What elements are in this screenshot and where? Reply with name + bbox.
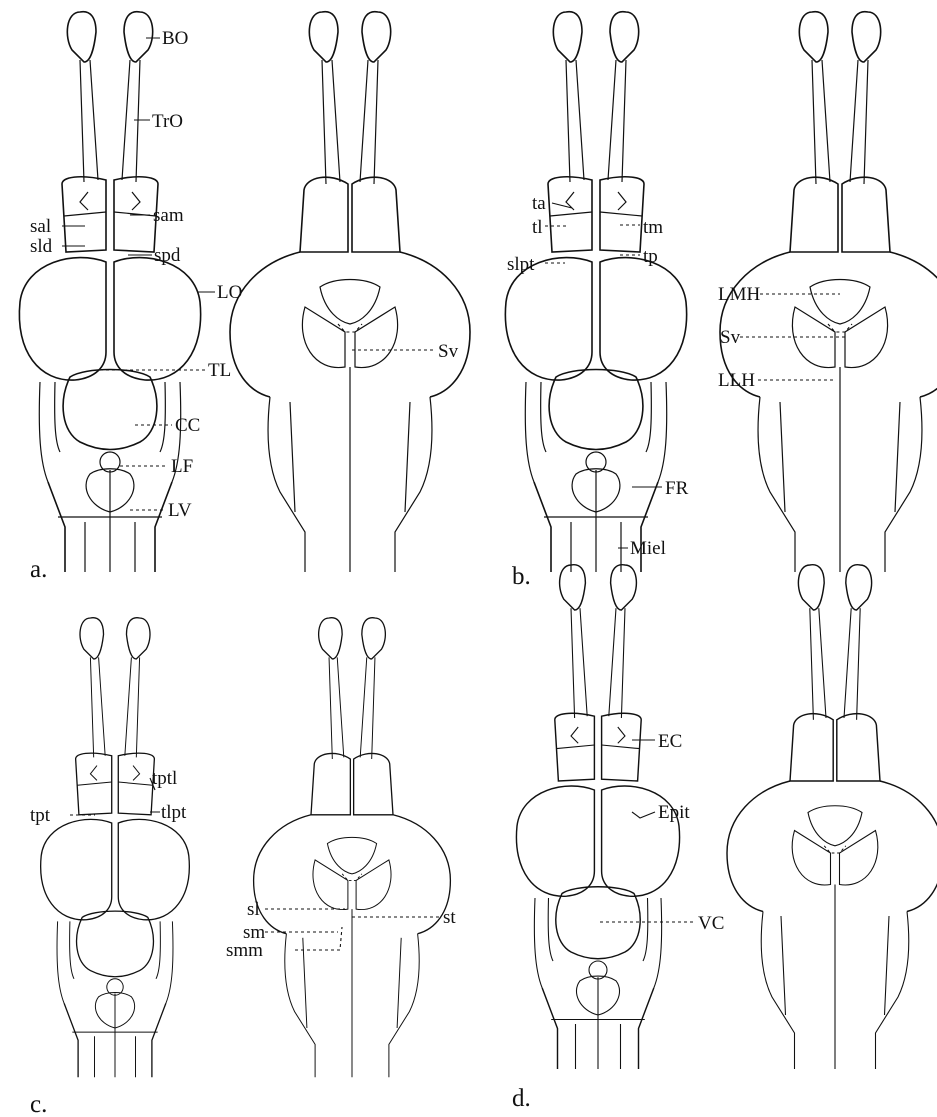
panel-c-dorsal xyxy=(41,618,190,1077)
label-tl: tl xyxy=(532,217,543,238)
label-LF: LF xyxy=(171,456,193,477)
label-Miel: Miel xyxy=(630,538,666,559)
panel-label-b: b. xyxy=(512,563,531,590)
label-BO: BO xyxy=(162,28,188,49)
label-tm: tm xyxy=(643,217,663,238)
panel-label-d: d. xyxy=(512,1085,531,1112)
label-CC: CC xyxy=(175,415,200,436)
label-tp: tp xyxy=(643,246,658,267)
label-st: st xyxy=(443,907,456,928)
label-sld: sld xyxy=(30,236,53,257)
label-sl: sl xyxy=(247,899,260,920)
label-ta: ta xyxy=(532,193,546,214)
label-LLH: LLH xyxy=(718,370,755,391)
panel-c-ventral xyxy=(254,618,451,1077)
label-Sv-a: Sv xyxy=(438,341,459,362)
label-tptl: tptl xyxy=(152,768,177,789)
label-sam: sam xyxy=(153,205,184,226)
label-TL: TL xyxy=(208,360,231,381)
panel-a-leaders xyxy=(62,38,435,510)
label-tpt: tpt xyxy=(30,805,51,826)
label-LO: LO xyxy=(217,282,242,303)
panel-b-dorsal xyxy=(505,12,686,572)
label-sal: sal xyxy=(30,216,51,237)
label-FR: FR xyxy=(665,478,689,499)
label-slpt: slpt xyxy=(507,254,535,275)
label-Sv-b: Sv xyxy=(720,327,741,348)
label-LMH: LMH xyxy=(718,284,761,305)
panel-d-ventral xyxy=(727,565,937,1069)
label-smm: smm xyxy=(226,940,263,961)
panel-d-dorsal xyxy=(516,565,679,1069)
label-LV: LV xyxy=(168,500,192,521)
label-TrO: TrO xyxy=(152,111,183,132)
panel-label-a: a. xyxy=(30,556,47,583)
panel-a-ventral xyxy=(230,12,470,572)
label-spd: spd xyxy=(154,245,181,266)
label-EC: EC xyxy=(658,731,682,752)
panel-a-dorsal xyxy=(19,12,200,572)
label-tlpt: tlpt xyxy=(161,802,187,823)
label-VC: VC xyxy=(698,913,724,934)
label-Epit: Epit xyxy=(658,802,690,823)
panel-label-c: c. xyxy=(30,1091,47,1117)
panel-b-leaders xyxy=(545,203,845,548)
